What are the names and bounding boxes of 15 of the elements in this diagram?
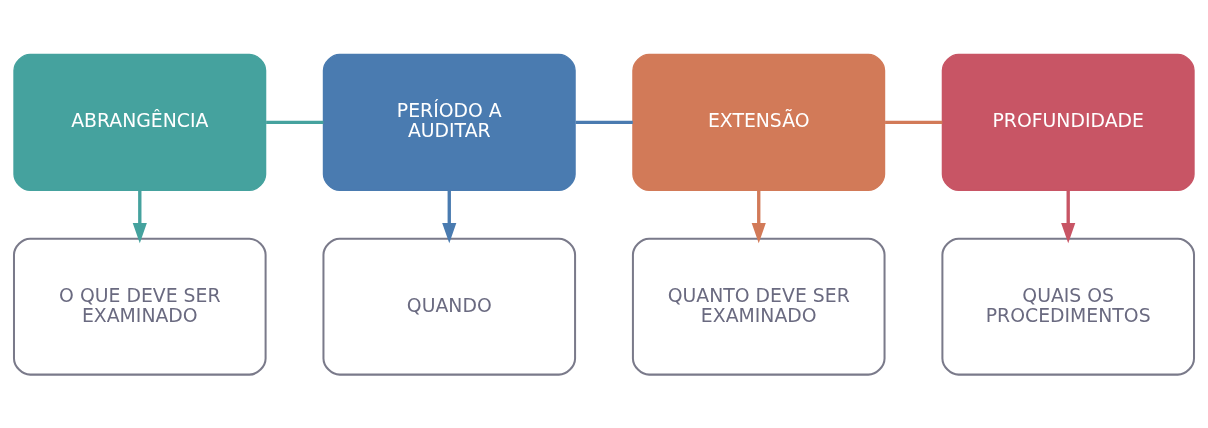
arrow [442, 189, 457, 243]
connector [885, 120, 943, 124]
node-box: ABRANGÊNCIA [13, 53, 267, 191]
connector [575, 120, 633, 124]
node-box: QUANTO DEVE SER EXAMINADO [631, 237, 886, 376]
connector [266, 120, 324, 124]
arrow [132, 189, 147, 243]
arrow [751, 189, 766, 243]
node-box: EXTENSÃO [632, 53, 886, 191]
node-box: PERÍODO A AUDITAR [322, 53, 576, 191]
node-box: QUANDO [322, 237, 577, 376]
arrow [1061, 189, 1076, 243]
node-box: QUAIS OS PROCEDIMENTOS [941, 237, 1195, 376]
node-box: PROFUNDIDADE [941, 53, 1195, 191]
node-box: O QUE DEVE SER EXAMINADO [13, 237, 267, 376]
